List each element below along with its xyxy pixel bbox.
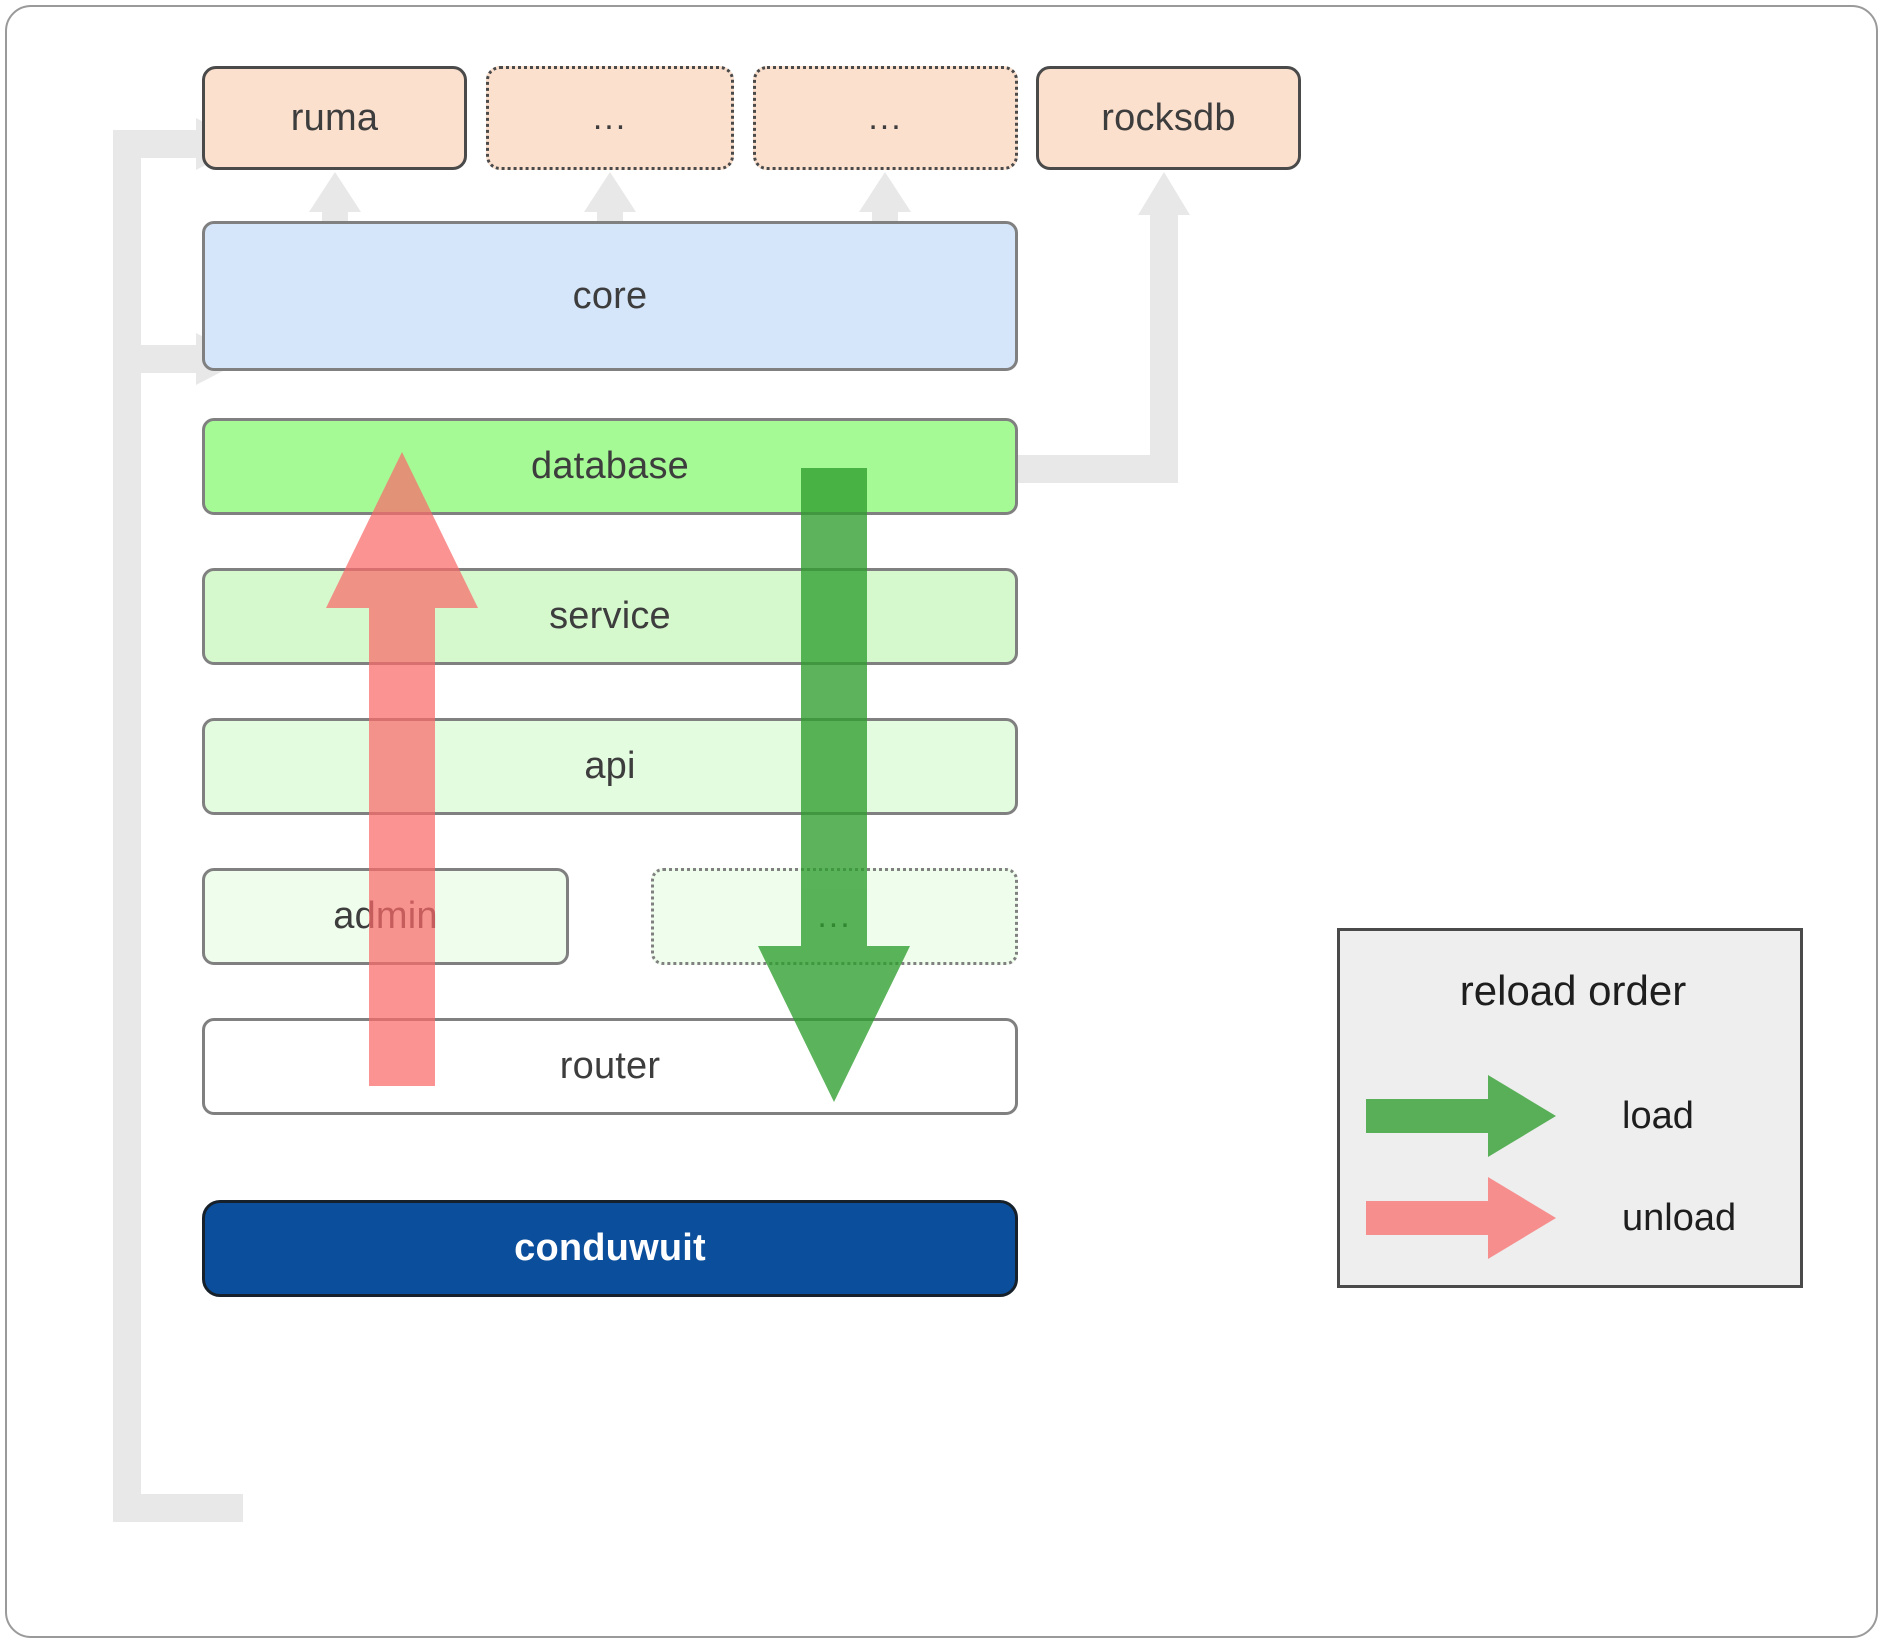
legend-reload-order: reload order load [1337,928,1803,1288]
node-label-admin: admin [333,895,438,937]
node-label-core: core [572,274,648,317]
node-dep-placeholder-2[interactable]: ... [753,66,1018,170]
node-dep-placeholder-1[interactable]: ... [486,66,734,170]
node-ruma[interactable]: ruma [202,66,467,170]
node-label-ruma: ruma [290,96,379,139]
node-more-layers[interactable]: ... [651,868,1018,965]
node-conduwuit[interactable]: conduwuit [202,1200,1018,1297]
node-label-rocksdb: rocksdb [1101,96,1236,139]
node-admin[interactable]: admin [202,868,569,965]
legend-label-load: load [1622,1094,1694,1137]
node-database[interactable]: database [202,418,1018,515]
node-label-dep-2: ... [868,98,903,137]
node-rocksdb[interactable]: rocksdb [1036,66,1301,170]
node-label-dep-1: ... [592,98,628,137]
node-label-more-layers: ... [817,897,852,935]
node-router[interactable]: router [202,1018,1018,1115]
node-label-api: api [584,745,636,787]
legend-row-unload: unload [1340,1173,1806,1263]
node-service[interactable]: service [202,568,1018,665]
legend-label-unload: unload [1622,1196,1737,1239]
node-api[interactable]: api [202,718,1018,815]
node-label-service: service [549,595,671,637]
node-label-database: database [531,445,689,487]
node-label-conduwuit: conduwuit [514,1227,706,1269]
legend-row-load: load [1340,1071,1806,1161]
legend-swatch-load [1340,1071,1608,1161]
legend-title: reload order [1459,967,1687,1014]
node-core[interactable]: core [202,221,1018,371]
legend-swatch-unload [1340,1173,1608,1263]
node-label-router: router [559,1045,661,1087]
